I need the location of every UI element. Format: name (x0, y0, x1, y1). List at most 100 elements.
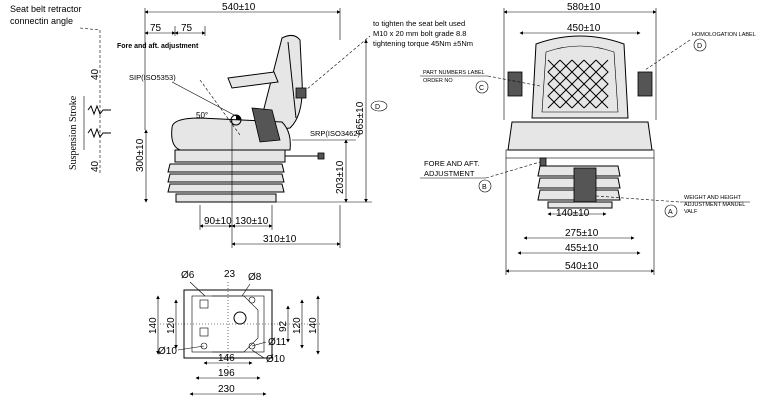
dim-120-left: 120 (166, 317, 177, 334)
dim-d11: Ø11 (268, 337, 287, 348)
d10-right-leader (251, 349, 265, 359)
dim-130: 130±10 (235, 216, 269, 227)
fore-aft-note-left: Fore and aft. adjustment (117, 43, 199, 50)
homologation-leader (644, 39, 691, 71)
side-base (175, 193, 277, 203)
front-base (547, 201, 613, 209)
plate-slot-1 (199, 299, 209, 309)
sip-angle-line (199, 79, 241, 136)
backrest-seam (287, 41, 297, 119)
dim-140-right: 140 (308, 317, 319, 334)
side-backrest (257, 34, 303, 133)
dim-665: 665±10 (355, 101, 366, 135)
plate-slot-2 (199, 327, 209, 337)
plate-hole-3 (248, 296, 256, 304)
fore-aft-right-leader (485, 161, 541, 179)
dim-140-front: 140±10 (556, 208, 590, 219)
seat-belt-note-2: M10 x 20 mm bolt grade 8.8 (373, 29, 466, 38)
weight-height-3: VALF (684, 209, 698, 215)
d6-leader (189, 281, 206, 297)
fore-aft-right-2: ADJUSTMENT (424, 169, 475, 178)
fore-aft-right-1: FORE AND AFT. (424, 159, 479, 168)
dim-146: 146 (218, 353, 235, 364)
dim-203: 203±10 (335, 160, 346, 194)
dim-d8: Ø8 (248, 272, 262, 283)
dim-75b: 75 (181, 23, 193, 34)
dim-230: 230 (218, 384, 235, 395)
seat-belt-note-1: to tighten the seat belt used (373, 19, 465, 28)
front-cushion (507, 121, 653, 151)
callout-d-side: D (370, 100, 388, 112)
dim-275: 275±10 (565, 228, 599, 239)
srp-label: SRP(ISO3462) (310, 129, 361, 138)
svg-text:C: C (479, 85, 484, 92)
dim-90: 90±10 (204, 216, 232, 227)
dim-d10-left: Ø10 (158, 346, 177, 357)
sip-fill (236, 115, 241, 120)
side-knob (295, 87, 307, 99)
dim-140-left: 140 (148, 317, 159, 334)
weight-height-1: WEIGHT AND HEIGHT (684, 195, 742, 201)
connectin-angle-note: connectin angle (10, 16, 73, 26)
dim-455: 455±10 (565, 243, 599, 254)
part-label-leader (487, 75, 541, 87)
homologation-label: HOMOLOGATION LABEL (692, 32, 756, 38)
dim-540-front: 540±10 (565, 261, 599, 272)
dim-92: 92 (278, 320, 289, 332)
angle-50: 50° (196, 111, 208, 120)
bellows-1 (167, 163, 285, 173)
dim-d6: Ø6 (181, 270, 195, 281)
suspension-stroke-label: Suspension Stroke (68, 95, 79, 170)
plate-hole-1 (200, 342, 208, 350)
front-cushion-base (505, 149, 655, 159)
svg-text:A: A (668, 209, 673, 216)
callout-c: C (475, 80, 489, 94)
front-handle (539, 157, 547, 167)
dim-75a: 75 (150, 23, 162, 34)
bellows-3 (167, 183, 285, 193)
seat-belt-note-3: tightening torque 45Nm ±5Nm (373, 39, 473, 48)
front-armrest-left (507, 71, 523, 97)
side-rail (174, 149, 286, 163)
stroke-top-dim: 40 (90, 68, 101, 80)
front-valve-block (573, 167, 597, 203)
spring-symbol-bottom (87, 127, 111, 139)
order-no-label: ORDER NO (423, 78, 453, 84)
callout-a: A (664, 204, 678, 218)
callout-d-front: D (693, 38, 707, 52)
d10-left-leader (177, 345, 205, 351)
plate-rail (212, 295, 259, 353)
front-backrest-inner (541, 45, 619, 113)
retractor-leader (79, 27, 101, 31)
dim-310: 310±10 (263, 234, 297, 245)
stroke-bottom-dim: 40 (90, 160, 101, 172)
dim-120-right: 120 (292, 317, 303, 334)
weight-height-leader (595, 195, 681, 203)
svg-text:D: D (375, 104, 380, 111)
svg-text:D: D (697, 43, 702, 50)
dim-450: 450±10 (567, 23, 601, 34)
plate-center-hole (233, 311, 247, 325)
dim-196: 196 (218, 368, 235, 379)
front-backrest (531, 35, 629, 119)
lumbar-net (547, 59, 609, 109)
callout-b: B (478, 179, 492, 193)
part-numbers-label: PART NUMBERS LABEL (423, 70, 485, 76)
dim-300: 300±10 (135, 138, 146, 172)
dim-d10-right: Ø10 (266, 354, 285, 365)
plate-hole-2 (248, 342, 256, 350)
bellows-2 (167, 173, 285, 183)
spring-symbol-top (87, 104, 111, 116)
sip-label: SIP(ISO5353) (129, 73, 176, 82)
side-handle-tip (317, 152, 325, 160)
seat-belt-leader (299, 35, 371, 96)
weight-height-2: ADJUSTMENT MANUEL (684, 202, 745, 208)
dim-540-side: 540±10 (222, 2, 256, 13)
dim-23: 23 (224, 269, 236, 280)
side-lever-unit (251, 107, 281, 143)
side-armrest (227, 71, 279, 89)
svg-text:B: B (482, 184, 487, 191)
front-armrest-right (637, 71, 653, 97)
